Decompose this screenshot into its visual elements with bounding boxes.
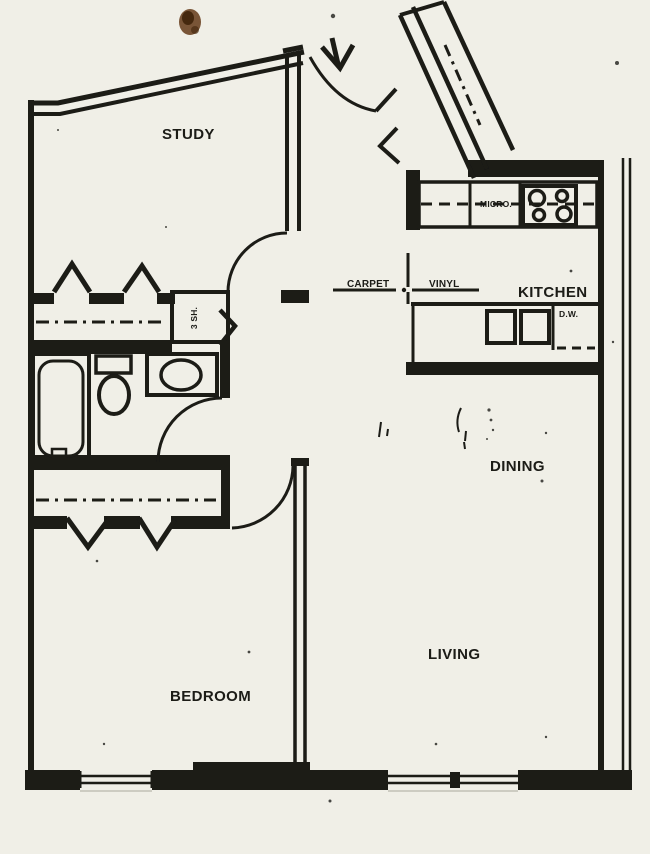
entry-door-leaf xyxy=(374,87,398,113)
stove-burners-icon xyxy=(527,188,573,223)
entry-door-arc xyxy=(308,56,377,113)
bottom-wall xyxy=(25,770,80,790)
living-window xyxy=(388,774,518,792)
bedroom-label: BEDROOM xyxy=(170,688,251,705)
dining-label: DINING xyxy=(490,458,545,475)
closet-door-mark xyxy=(218,308,238,347)
bathtub-icon xyxy=(31,352,91,464)
bathroom-east-wall xyxy=(220,342,230,398)
divider-wall-cap xyxy=(291,458,309,466)
study-wall-cap xyxy=(282,44,304,54)
toilet-icon xyxy=(94,354,133,416)
study-closet xyxy=(28,259,175,324)
study-top-wall-inner xyxy=(30,61,304,116)
bottom-wall-step xyxy=(193,762,310,774)
bottom-wall xyxy=(152,770,388,790)
bifold-door-mark xyxy=(136,516,178,552)
ink-speck xyxy=(330,13,336,19)
bedroom-window xyxy=(78,771,154,792)
kitchen-upper-counter xyxy=(417,180,599,229)
bedroom-closet xyxy=(28,463,230,552)
bifold-door-mark xyxy=(51,259,93,294)
scan-specks xyxy=(57,129,615,803)
kitchen: MICRO. D.W. KITCHEN xyxy=(406,170,604,375)
bifold-door-mark xyxy=(64,516,111,552)
entry-closet xyxy=(377,0,516,179)
carpet-label: CARPET xyxy=(347,279,389,290)
closet-rod xyxy=(443,44,482,126)
door-jamb xyxy=(221,463,230,529)
bedroom-door-arc xyxy=(231,465,295,530)
kitchen-lower-counter-front xyxy=(406,362,604,375)
floor-transition: CARPET VINYL xyxy=(333,253,479,304)
shelf-closet: 3 SH. xyxy=(170,290,238,347)
entry-arrow-icon xyxy=(320,37,356,73)
dishwasher-label: D.W. xyxy=(559,309,578,319)
bathroom-north-wall xyxy=(28,340,172,354)
living-label: LIVING xyxy=(428,646,480,663)
study-label: STUDY xyxy=(162,126,215,143)
kitchen-sink-icon xyxy=(485,309,551,345)
walls xyxy=(25,44,632,790)
ink-speck xyxy=(615,61,619,65)
kitchen-top-wall xyxy=(468,160,604,177)
hall-wall-stub xyxy=(281,290,309,303)
vinyl-label: VINYL xyxy=(429,279,459,290)
study: STUDY 3 SH. xyxy=(28,126,288,347)
bathroom xyxy=(28,340,230,470)
vanity-sink-icon xyxy=(145,352,219,397)
bedroom: BEDROOM xyxy=(28,463,295,705)
microwave-label: MICRO. xyxy=(480,199,512,209)
kitchen-left-stub xyxy=(406,170,420,230)
shelf-closet-label: 3 SH. xyxy=(189,307,199,329)
bifold-door-mark xyxy=(121,261,162,294)
bathroom-door-arc xyxy=(156,396,223,463)
closet-door-mark xyxy=(377,126,401,165)
windows xyxy=(78,771,518,792)
study-door-arc xyxy=(226,231,288,293)
entry xyxy=(308,0,516,179)
window-mullion xyxy=(450,772,460,788)
study-top-wall xyxy=(28,49,305,106)
bottom-wall xyxy=(518,770,632,790)
bathroom-south-wall xyxy=(28,455,230,470)
stain-artifact xyxy=(179,9,201,35)
kitchen-label: KITCHEN xyxy=(518,284,587,301)
